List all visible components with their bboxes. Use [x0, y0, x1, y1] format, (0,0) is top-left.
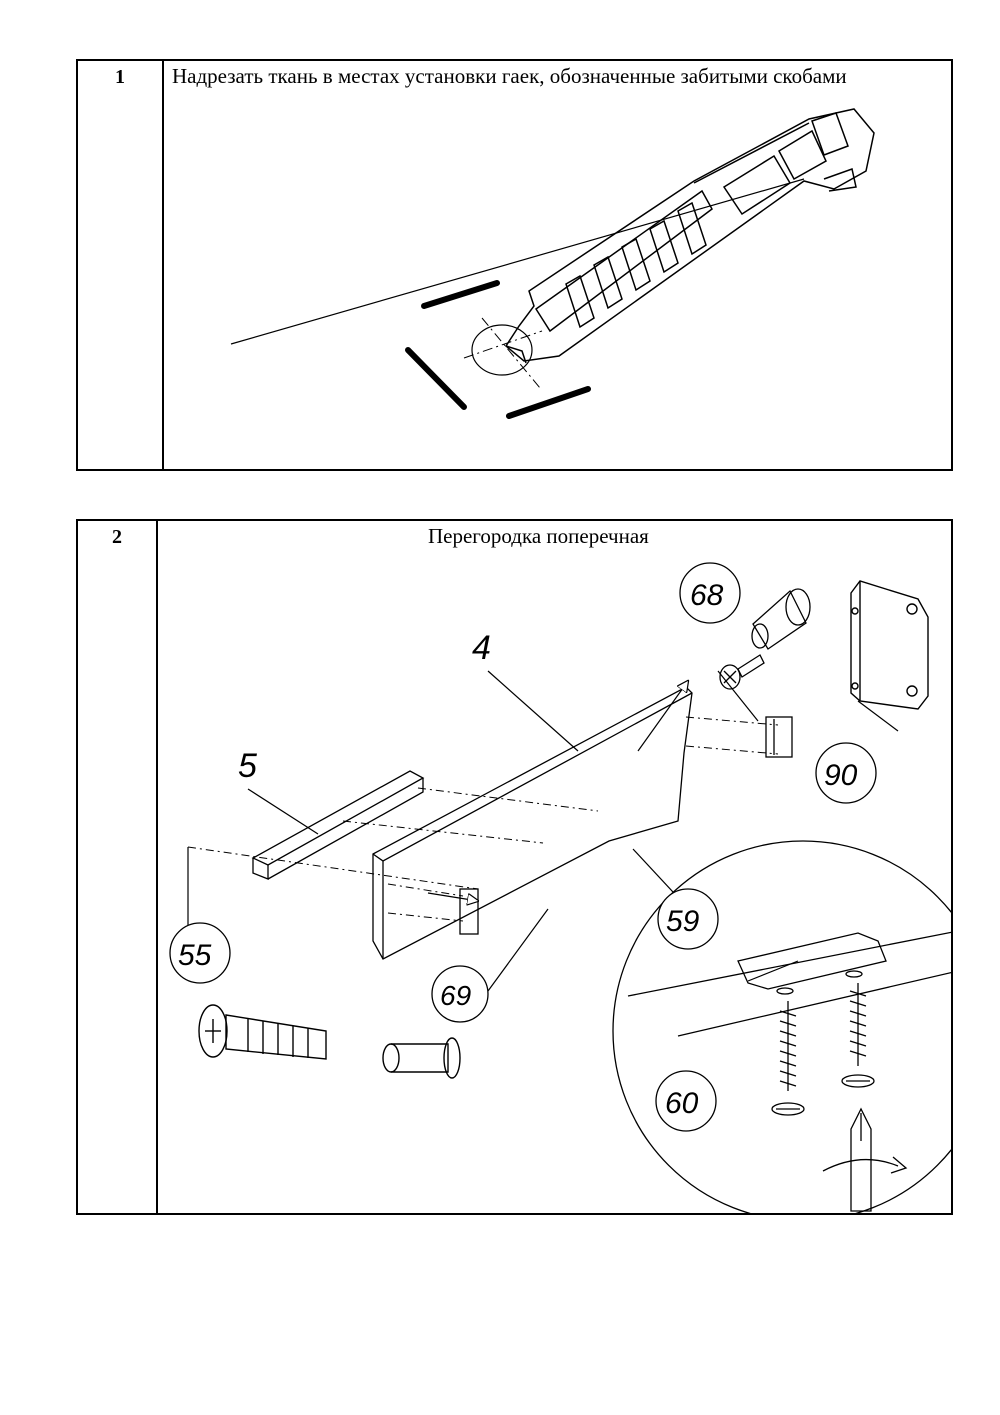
- screw-icon: [719, 654, 765, 690]
- step-1-number: 1: [78, 61, 164, 469]
- detail-circle: [612, 840, 951, 1213]
- bolt-icon: [198, 1004, 327, 1060]
- step-1-table: 1 Надрезать ткань в местах установки гае…: [76, 59, 953, 471]
- small-bracket-lower: [459, 888, 479, 935]
- barrel-nut-lower-icon: [382, 1037, 461, 1079]
- rotate-arrow-icon: [822, 1156, 908, 1174]
- step-1-body: Надрезать ткань в местах установки гаек,…: [164, 61, 951, 469]
- step-1-illustration: [230, 108, 875, 419]
- callout-60: 60: [665, 1087, 699, 1120]
- partition-panel: [372, 686, 693, 960]
- callout-bubbles: [169, 562, 877, 1132]
- step-2-illustration: 4 5 68 90 55 69 59 60: [169, 562, 951, 1213]
- rail-part: [251, 770, 425, 880]
- callout-4: 4: [472, 629, 491, 667]
- callout-68: 68: [690, 579, 724, 612]
- assembly-lines: [187, 716, 779, 922]
- step-2-title: Перегородка поперечная: [428, 524, 649, 548]
- step-2-table: 2 Перегородка поперечная: [76, 519, 953, 1215]
- callout-59: 59: [666, 905, 700, 938]
- screwdriver-icon: [850, 1107, 872, 1212]
- step-2-body: Перегородка поперечная: [158, 521, 951, 1213]
- callout-55: 55: [178, 939, 212, 972]
- barrel-nut-icon: [751, 588, 811, 650]
- callout-5: 5: [238, 747, 257, 785]
- staple-mark-icon: [405, 280, 591, 419]
- callout-69: 69: [440, 980, 471, 1011]
- step-1-title: Надрезать ткань в местах установки гаек,…: [172, 64, 847, 88]
- utility-knife-icon: [505, 108, 875, 364]
- callout-90: 90: [824, 759, 858, 792]
- corner-bracket: [850, 580, 929, 710]
- screw-detail-icon: [771, 983, 875, 1116]
- step-2-number: 2: [78, 521, 158, 1213]
- small-bracket-upper: [765, 716, 793, 758]
